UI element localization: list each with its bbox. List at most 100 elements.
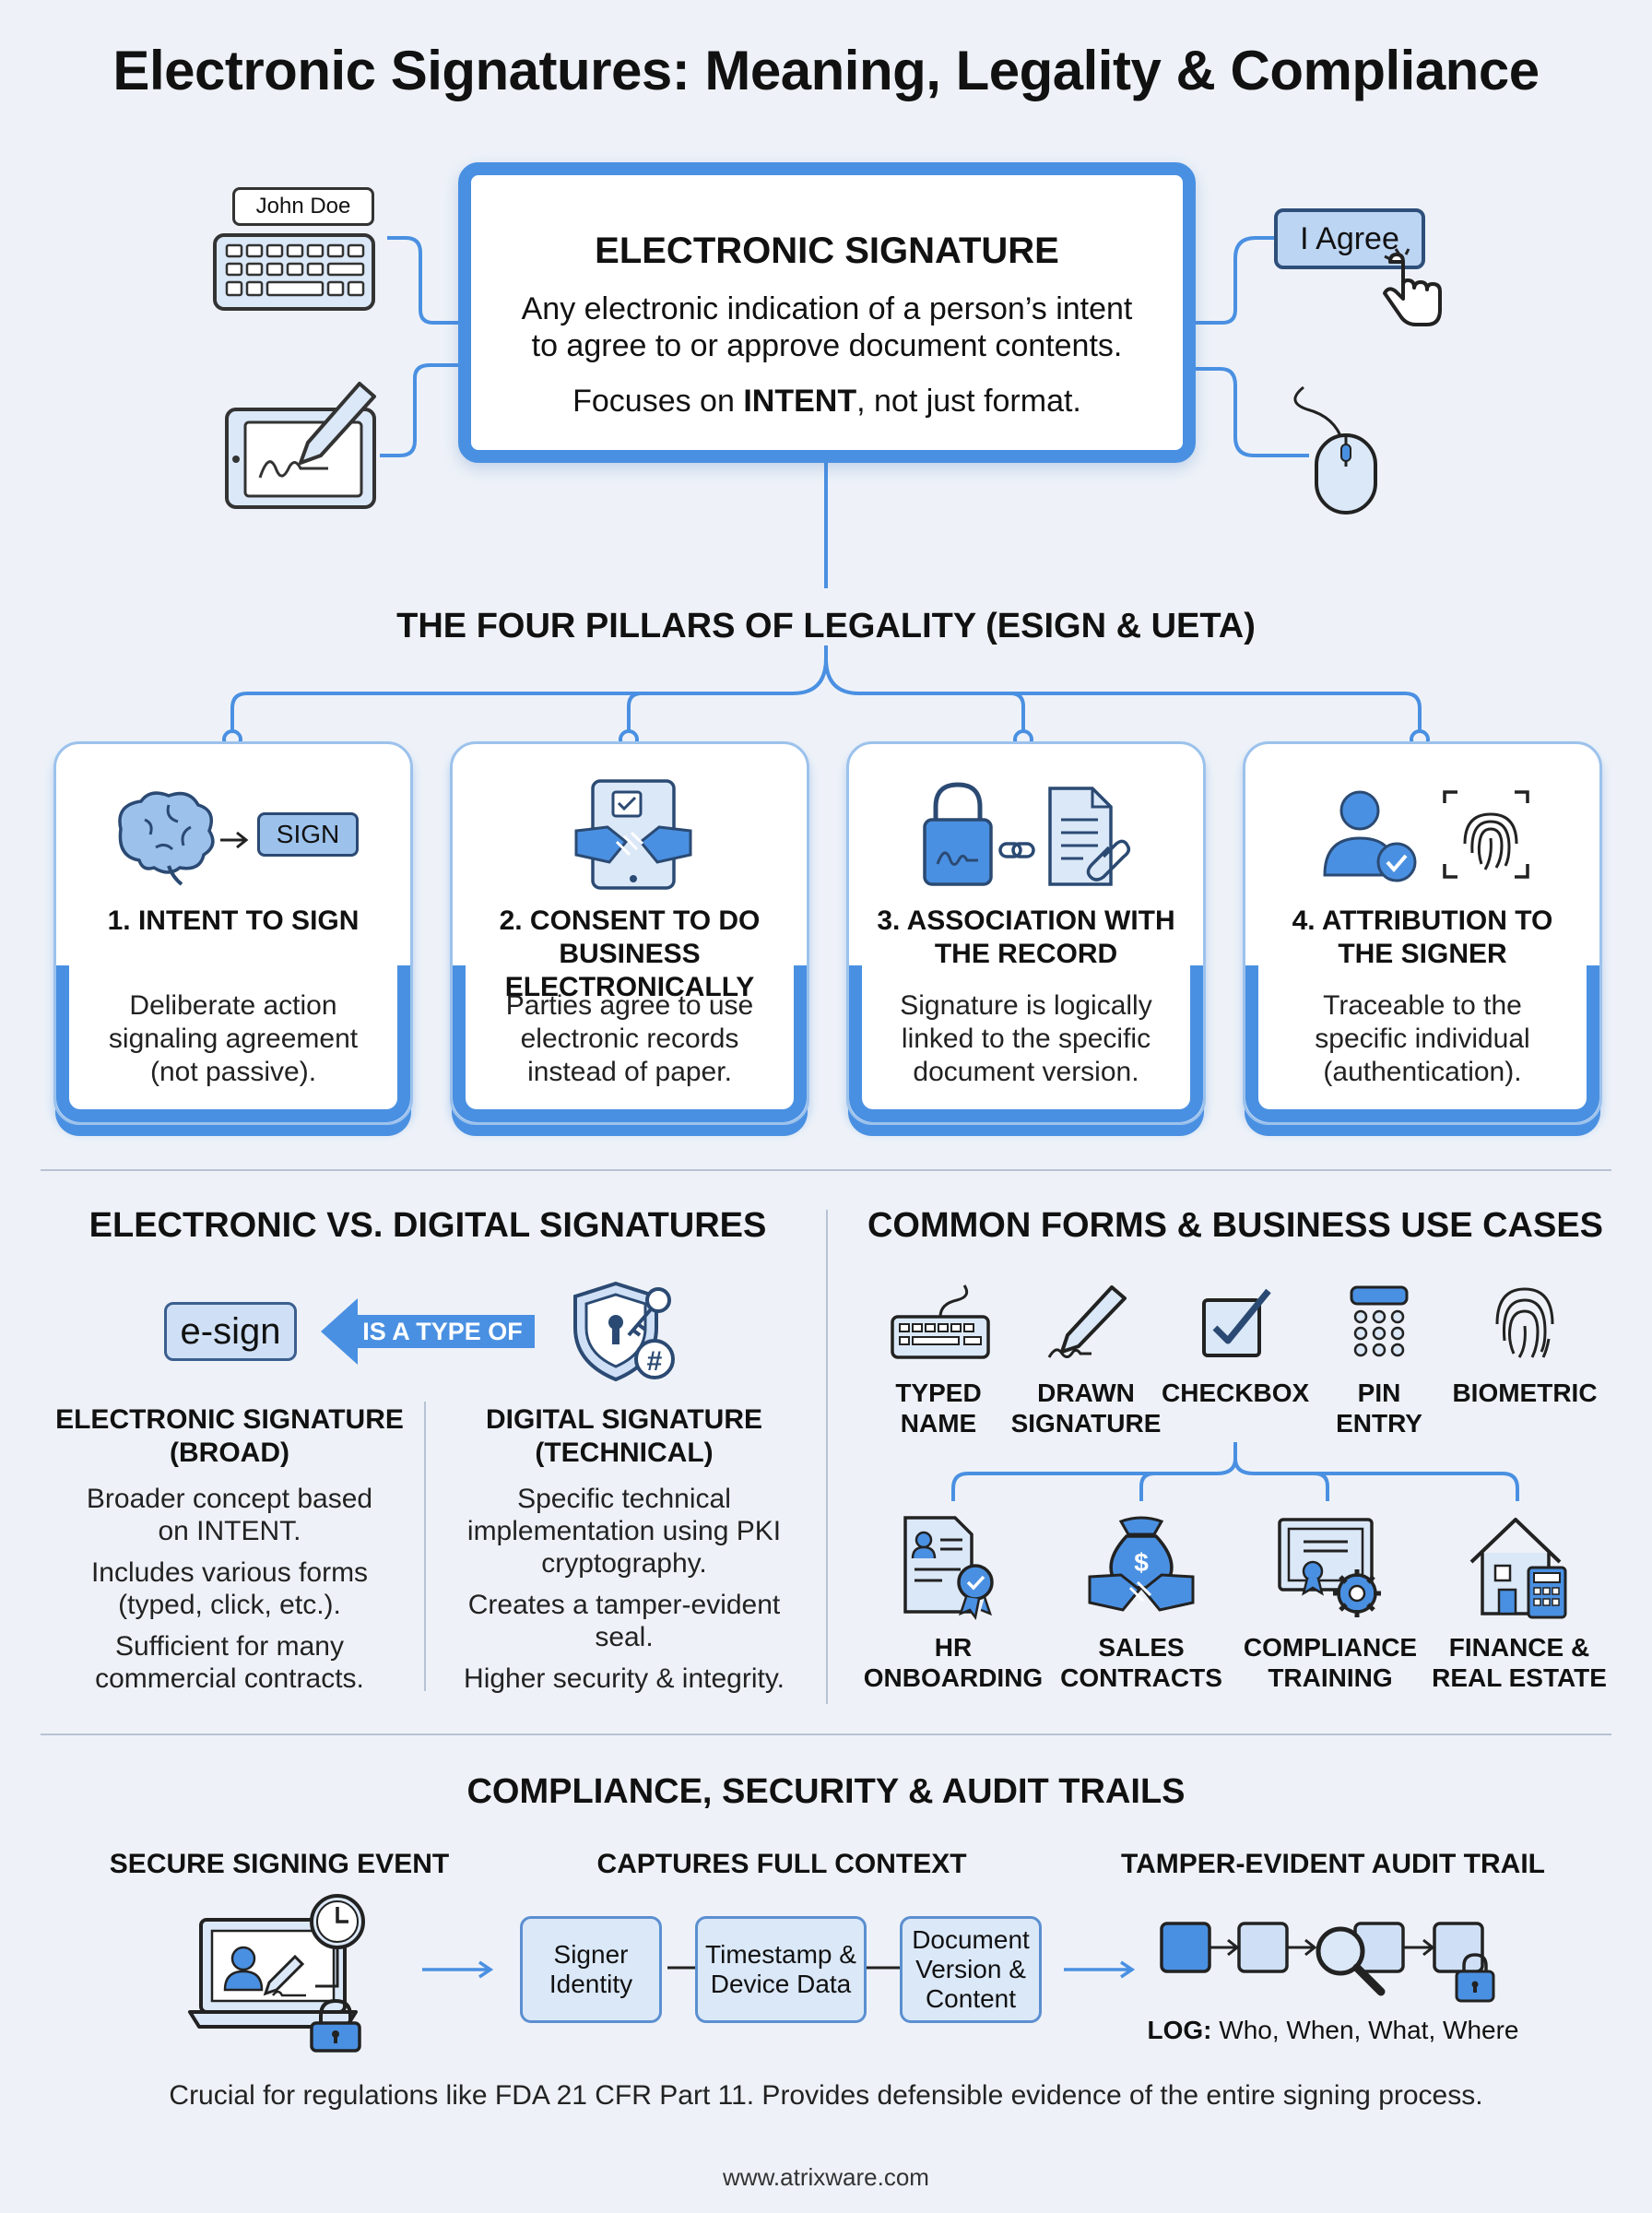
evd-divider xyxy=(424,1402,426,1691)
biometric-fingerprint-icon xyxy=(1495,1287,1554,1358)
sales-contracts-money-bag-icon: $ xyxy=(1088,1516,1195,1612)
pillar-1-desc-line1: Deliberate action xyxy=(129,990,337,1021)
esig-line-2: on INTENT. xyxy=(158,1516,301,1546)
pillar-2-title-line1: 2. CONSENT TO DO xyxy=(499,905,761,936)
compliance-training-certificate-icon xyxy=(1278,1518,1381,1617)
pillar-4-desc-line1: Traceable to the xyxy=(1323,990,1522,1021)
use-compliance-training-line1: COMPLIANCE xyxy=(1243,1633,1418,1662)
evd-heading: ELECTRONIC VS. DIGITAL SIGNATURES xyxy=(88,1206,767,1245)
use-hr-onboarding-line1: HR xyxy=(934,1633,973,1662)
log-text: Who, When, What, Where xyxy=(1211,2016,1519,2044)
electronic-signature-definition-card: ELECTRONIC SIGNATURE Any electronic indi… xyxy=(458,162,1196,463)
footer-url[interactable]: www.atrixware.com xyxy=(723,2163,929,2191)
form-biometric-line1: BIOMETRIC xyxy=(1452,1379,1598,1407)
pillar-card-1: SIGN 1. INTENT TO SIGN Deliberate action… xyxy=(53,741,413,1125)
pillar-4-desc-line3: (authentication). xyxy=(1323,1057,1522,1087)
pillar-card-1-band xyxy=(56,965,410,1122)
use-cases-tree xyxy=(951,1442,1519,1501)
pillar-card-3-band xyxy=(849,965,1203,1122)
form-typed-name-line2: NAME xyxy=(900,1409,977,1438)
shield-key-icon: # xyxy=(573,1281,675,1382)
form-pin-entry-line2: ENTRY xyxy=(1336,1409,1422,1438)
pillar-2-desc-line2: electronic records xyxy=(520,1024,739,1054)
dsig-line-5: seal. xyxy=(595,1622,654,1652)
pillar-2-desc-line3: instead of paper. xyxy=(527,1057,732,1087)
hand-cursor-icon xyxy=(1383,248,1442,326)
signer-identity-line2: Identity xyxy=(549,1970,633,1998)
pillar-3-title-line1: 3. ASSOCIATION WITH xyxy=(877,905,1175,936)
pillar-3-desc-line2: linked to the specific xyxy=(901,1024,1151,1054)
secure-laptop-clock-lock-icon xyxy=(188,1894,365,2053)
pillar-card-2-band xyxy=(453,965,807,1122)
dsig-line-1: Specific technical xyxy=(517,1484,731,1514)
e-sign-tag: e-sign xyxy=(164,1302,297,1361)
typed-name-keyboard-icon xyxy=(891,1284,990,1359)
audit-trail-label: TAMPER-EVIDENT AUDIT TRAIL xyxy=(1121,1849,1545,1879)
form-checkbox: CHECKBOX xyxy=(1162,1378,1309,1408)
document-version-line2: Version & xyxy=(915,1955,1026,1983)
pillars-heading: THE FOUR PILLARS OF LEGALITY (ESIGN & UE… xyxy=(396,607,1256,645)
audit-note: Crucial for regulations like FDA 21 CFR … xyxy=(169,2080,1483,2111)
esig-line-6: commercial contracts. xyxy=(95,1663,364,1694)
use-finance-real-estate-line1: FINANCE & xyxy=(1448,1633,1590,1662)
is-a-type-of-label: IS A TYPE OF xyxy=(362,1318,523,1345)
hero-connectors xyxy=(380,236,1309,588)
form-biometric: BIOMETRIC xyxy=(1449,1378,1600,1408)
timestamp-device-line2: Device Data xyxy=(710,1970,852,1998)
digital-signature-subheading-line1: DIGITAL SIGNATURE xyxy=(486,1404,762,1435)
pillar-1-desc-line3: (not passive). xyxy=(149,1057,317,1087)
pillars-tree xyxy=(222,645,1430,750)
definition-line-3: Focuses on INTENT, not just format. xyxy=(471,382,1183,420)
definition-heading: ELECTRONIC SIGNATURE xyxy=(595,231,1059,271)
esig-line-1: Broader concept based xyxy=(86,1484,373,1514)
finance-real-estate-house-icon xyxy=(1469,1518,1567,1619)
esig-line-5: Sufficient for many xyxy=(115,1631,344,1662)
checkbox-icon xyxy=(1202,1288,1271,1357)
electronic-signature-subheading-line2: (BROAD) xyxy=(170,1438,289,1468)
audit-heading: COMPLIANCE, SECURITY & AUDIT TRAILS xyxy=(466,1772,1186,1811)
document-version-line3: Content xyxy=(925,1984,1017,2013)
pillar-3-desc-line3: document version. xyxy=(913,1057,1139,1087)
pin-entry-keypad-icon xyxy=(1350,1285,1409,1357)
i-agree-button[interactable]: I Agree xyxy=(1274,208,1425,269)
pillar-4-title-line1: 4. ATTRIBUTION TO xyxy=(1292,905,1553,936)
form-drawn-signature-line2: SIGNATURE xyxy=(1010,1409,1162,1438)
pillar-1-desc-line2: signaling agreement xyxy=(108,1024,359,1054)
sign-chip: SIGN xyxy=(257,812,359,857)
audit-log-caption: LOG: Who, When, What, Where xyxy=(1106,2016,1560,2045)
pillar-4-title-line2: THE SIGNER xyxy=(1338,939,1507,969)
tablet-pen-icon xyxy=(225,382,376,509)
definition-line-1: Any electronic indication of a person’s … xyxy=(521,291,1133,326)
form-typed-name-line1: TYPED xyxy=(895,1379,982,1407)
svg-text:#: # xyxy=(647,1346,663,1377)
brain-icon xyxy=(118,791,249,886)
definition-line-2: to agree to or approve document contents… xyxy=(531,328,1123,363)
definition-line-3-prefix: Focuses on xyxy=(572,384,744,419)
pillar-3-desc-line1: Signature is logically xyxy=(900,990,1152,1021)
use-hr-onboarding-line2: ONBOARDING xyxy=(863,1663,1044,1692)
column-divider xyxy=(826,1210,828,1704)
is-a-type-of-arrow xyxy=(321,1298,535,1365)
svg-text:$: $ xyxy=(1134,1548,1149,1577)
form-checkbox-line1: CHECKBOX xyxy=(1162,1379,1310,1407)
pillar-2-desc-line1: Parties agree to use xyxy=(505,990,754,1021)
section-divider xyxy=(41,1169,1611,1171)
esig-line-3: Includes various forms xyxy=(90,1557,369,1588)
name-tag: John Doe xyxy=(232,187,374,226)
dsig-line-3: cryptography. xyxy=(541,1548,707,1579)
form-drawn-signature-line1: DRAWN xyxy=(1037,1379,1135,1407)
mouse-icon xyxy=(1293,385,1377,515)
captures-full-context-label: CAPTURES FULL CONTEXT xyxy=(596,1849,967,1879)
use-finance-real-estate: FINANCE &REAL ESTATE xyxy=(1425,1632,1613,1693)
